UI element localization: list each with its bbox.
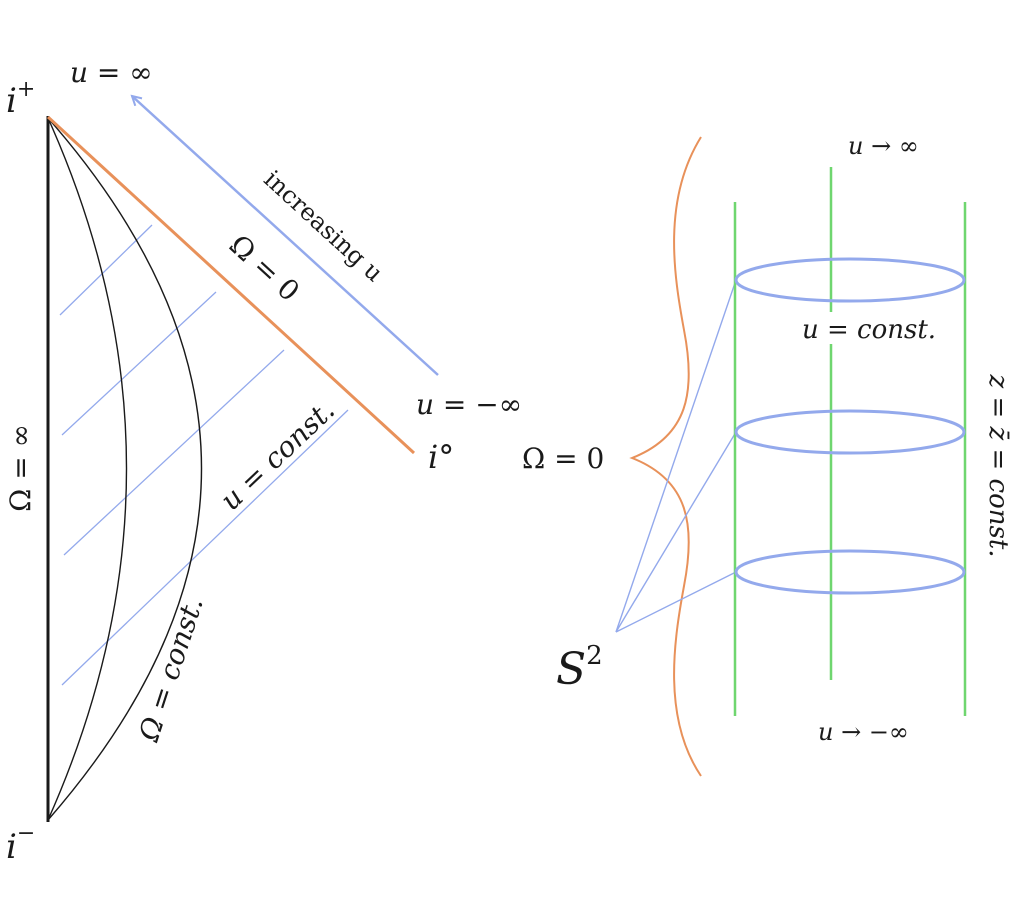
omega-zero-label: Ω = 0: [223, 228, 306, 308]
u-const-label-background: [796, 312, 946, 344]
penrose-diagram: i+ i− i° u = ∞ u = −∞ Ω = ∞ Ω = 0 increa…: [4, 56, 522, 867]
sphere-section-middle: [734, 409, 966, 455]
omega-const-label: Ω = const.: [132, 593, 210, 746]
sphere-section-bottom: [734, 549, 966, 595]
sphere-connector-middle: [615, 431, 737, 633]
u-const-line-1: [59, 224, 153, 316]
spatial-infinity-label: i°: [428, 438, 454, 476]
u-const-right-label: u = const.: [802, 315, 936, 345]
sphere-connector-bottom: [615, 571, 737, 633]
u-to-minus-infinity-label: u → −∞: [818, 718, 909, 746]
omega-infinity-label: Ω = ∞: [4, 424, 37, 512]
z-const-label: z = z̄ = const.: [983, 373, 1013, 557]
u-const-line-4: [61, 409, 349, 686]
u-const-label: u = const.: [214, 393, 341, 516]
null-infinity-line: [46, 115, 416, 455]
omega-const-curve-outer: [47, 117, 203, 821]
omega-zero-right-label: Ω = 0: [522, 442, 604, 475]
null-infinity-cylinder: u → ∞ u → −∞ u = const. z = z̄ = const. …: [522, 132, 1013, 777]
u-const-line-2: [61, 291, 217, 436]
sphere-connector-top: [615, 279, 737, 633]
sphere-section-top: [734, 257, 966, 303]
past-timelike-infinity-label: i−: [6, 821, 35, 867]
u-infinity-label: u = ∞: [70, 56, 153, 89]
u-to-infinity-label: u → ∞: [848, 132, 919, 160]
u-const-line-3: [63, 349, 285, 556]
sphere-label: S2: [556, 641, 603, 695]
increasing-u-arrow: [132, 96, 439, 376]
omega-zero-brace: [629, 136, 702, 777]
future-timelike-infinity-label: i+: [6, 77, 35, 121]
u-minus-infinity-label: u = −∞: [416, 388, 522, 421]
omega-const-curve-inner: [47, 117, 128, 821]
